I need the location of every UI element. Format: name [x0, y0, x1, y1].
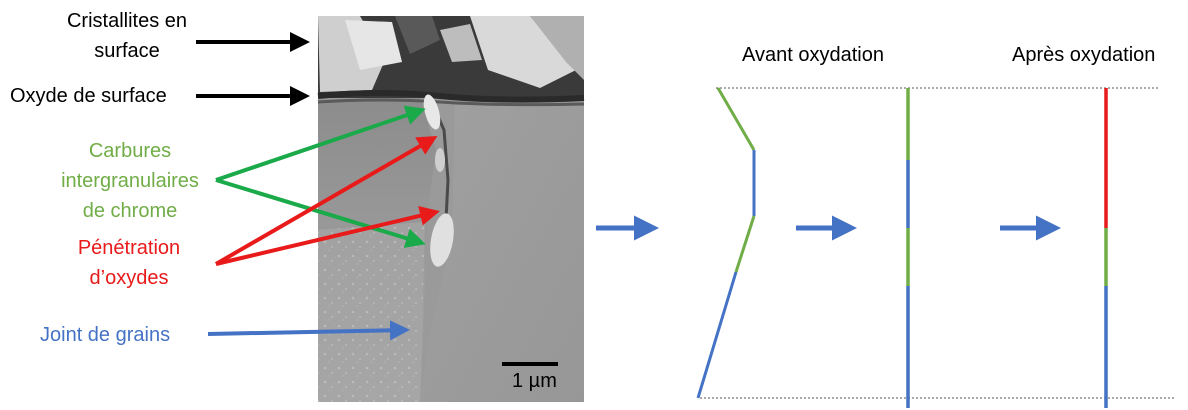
label-oxide-penetration-line1: Pénétration	[77, 237, 181, 259]
label-oxide-penetration-line2: d’oxydes	[89, 267, 169, 289]
label-chromium-carbides-line1: Carbures	[88, 140, 172, 162]
arrow-carbide-lower	[215, 178, 426, 248]
label-grain-boundary: Joint de grains	[40, 324, 171, 346]
label-chromium-carbides: Carbures intergranulaires de chrome	[40, 136, 220, 226]
scale-bar-label: 1 µm	[512, 370, 557, 392]
sem-micrograph	[317, 16, 585, 402]
label-surface-crystallites: Cristallites en surface	[52, 6, 202, 66]
arrow-grain-boundary	[207, 320, 410, 341]
label-oxide-penetration: Pénétration d’oxydes	[44, 233, 214, 293]
label-chromium-carbides-line2: intergranulaires	[61, 170, 199, 192]
schematic	[696, 87, 1176, 408]
label-chromium-carbides-line3: de chrome	[82, 200, 178, 222]
title-before-oxidation: Avant oxydation	[742, 44, 884, 66]
zigzag-grain-boundary	[696, 87, 756, 399]
label-surface-oxide: Oxyde de surface	[10, 85, 167, 107]
title-after-oxidation: Après oxydation	[1012, 44, 1156, 66]
arrow-oxide-lower	[215, 205, 440, 266]
arrow-oxide-upper	[214, 135, 438, 266]
annotation-arrows	[196, 32, 440, 341]
arrow-carbide-upper	[215, 105, 426, 182]
label-surface-crystallites-line1: Cristallites en	[66, 10, 188, 32]
label-surface-crystallites-line2: surface	[94, 40, 160, 62]
